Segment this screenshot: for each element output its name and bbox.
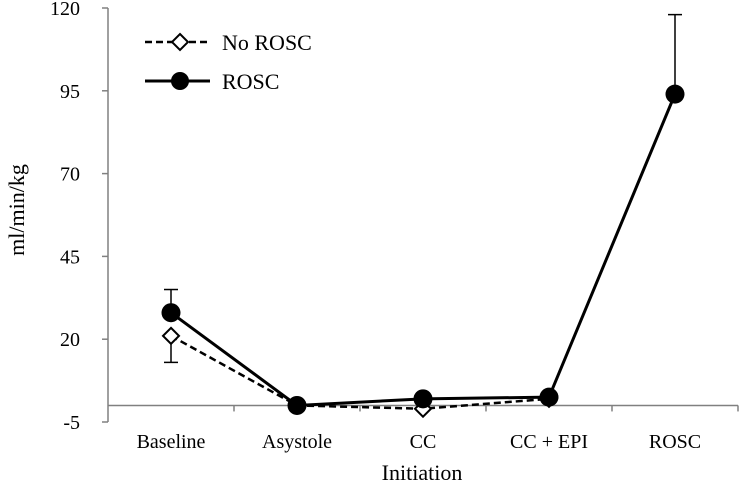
legend-label-rosc: ROSC bbox=[222, 69, 279, 94]
series-line bbox=[170, 334, 550, 411]
legend-item-no-rosc: No ROSC bbox=[145, 30, 312, 55]
y-axis-ticks: -5 20 45 70 95 120 bbox=[50, 0, 108, 434]
data-point bbox=[539, 387, 559, 407]
series-layer bbox=[161, 13, 685, 419]
x-tick-label: CC bbox=[410, 431, 437, 453]
data-point bbox=[161, 326, 181, 346]
legend-item-rosc: ROSC bbox=[145, 69, 279, 94]
legend-marker-diamond bbox=[170, 32, 190, 52]
data-point bbox=[665, 84, 685, 104]
y-tick-label: -5 bbox=[63, 412, 80, 434]
y-tick-label: 70 bbox=[60, 164, 80, 186]
y-tick-label: 120 bbox=[50, 0, 80, 20]
data-point bbox=[287, 395, 307, 415]
series-line bbox=[170, 93, 677, 407]
series-rosc bbox=[161, 13, 685, 415]
legend-label-no-rosc: No ROSC bbox=[222, 30, 312, 55]
y-tick-label: 95 bbox=[60, 81, 80, 103]
data-point bbox=[161, 303, 181, 323]
data-point bbox=[413, 389, 433, 409]
x-tick-label: ROSC bbox=[649, 431, 701, 453]
legend: No ROSC ROSC bbox=[145, 30, 312, 94]
x-axis-title: Initiation bbox=[382, 460, 463, 485]
x-axis-ticks: Baseline Asystole CC CC + EPI ROSC bbox=[137, 405, 739, 453]
x-tick-label: Asystole bbox=[262, 431, 332, 453]
y-axis-title: ml/min/kg bbox=[4, 164, 29, 256]
legend-marker-circle bbox=[171, 72, 189, 90]
y-tick-label: 20 bbox=[60, 329, 80, 351]
x-tick-label: CC + EPI bbox=[510, 431, 588, 453]
axes bbox=[107, 8, 738, 422]
x-tick-label: Baseline bbox=[137, 431, 206, 453]
y-tick-label: 45 bbox=[60, 246, 80, 268]
